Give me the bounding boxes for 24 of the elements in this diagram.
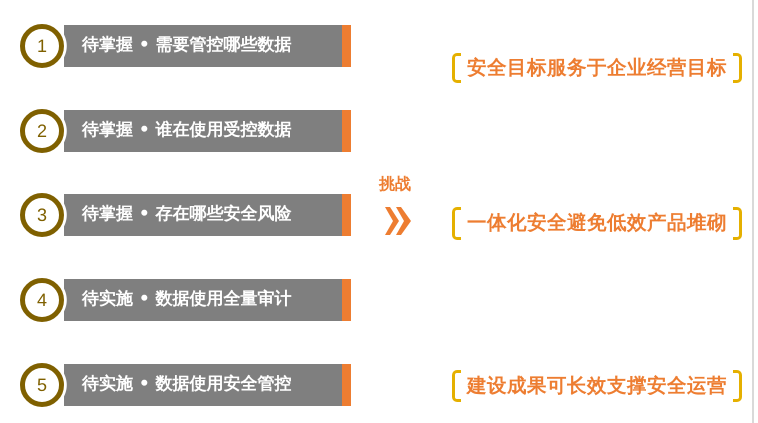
number-circle <box>20 193 64 237</box>
banner-text: 待实施 • 数据使用安全管控 <box>82 375 292 395</box>
goal-text: 安全目标服务于企业经营目标 <box>467 56 727 80</box>
step-number: 1 <box>36 37 47 55</box>
banner-text: 待实施 • 数据使用全量审计 <box>82 290 292 310</box>
step-number: 3 <box>36 206 47 224</box>
number-circle <box>20 109 64 153</box>
step-number: 4 <box>36 291 47 309</box>
banner-text: 待掌握 • 谁在使用受控数据 <box>82 121 292 141</box>
number-circle <box>20 24 64 68</box>
banner-text: 待掌握 • 存在哪些安全风险 <box>82 205 292 225</box>
step-banner <box>64 364 351 406</box>
step-banner <box>64 25 351 67</box>
banner-text: 待掌握 • 需要管控哪些数据 <box>82 36 292 56</box>
number-circle <box>20 278 64 322</box>
step-banner <box>64 110 351 152</box>
number-circle <box>20 363 64 407</box>
step-number: 5 <box>36 376 47 394</box>
step-banner <box>64 279 351 321</box>
goal-text: 一体化安全避免低效产品堆砌 <box>467 212 727 235</box>
step-banner <box>64 194 351 236</box>
step-number: 2 <box>36 122 47 140</box>
goal-text: 建设成果可长效支撑安全运营 <box>467 374 727 398</box>
arrow-label: 挑战 <box>379 175 411 194</box>
